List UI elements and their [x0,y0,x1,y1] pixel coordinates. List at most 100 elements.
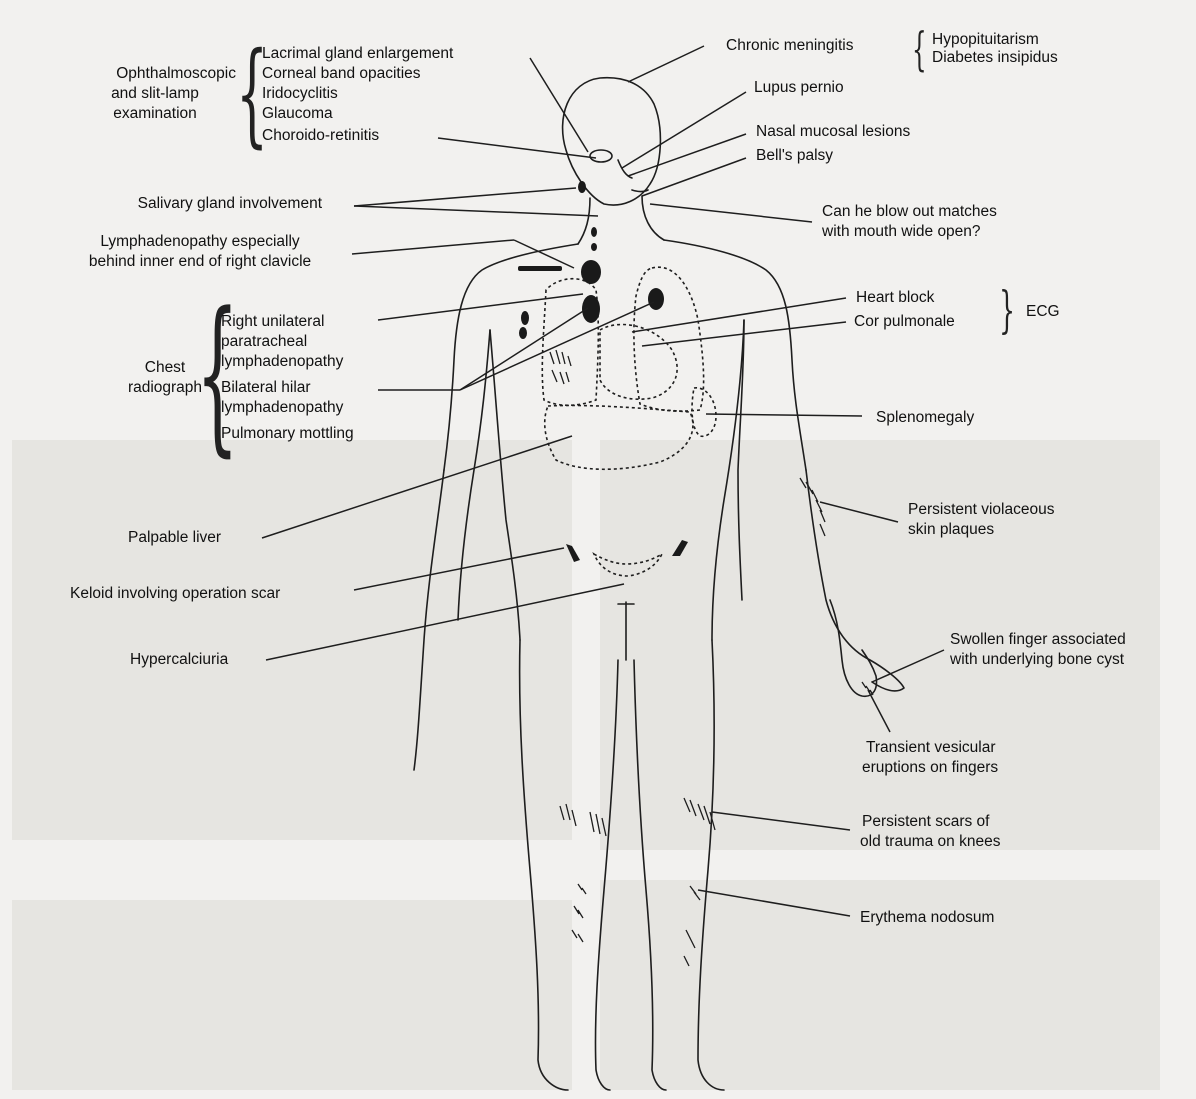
scar-left [566,544,580,562]
label-choroido: Choroido-retinitis [262,126,379,146]
label-lymphadenopathy-a: lymphadenopathy [221,352,343,372]
leader-splenomegaly [706,414,862,416]
leader-choroido [438,138,596,158]
mouth [632,190,648,192]
label-lymphadenopathy-b: lymphadenopathy [221,398,343,418]
label-examination: examination [80,104,230,124]
label-lymph-2: behind inner end of right clavicle [50,252,350,272]
torso-right [664,240,806,470]
leader-nasal [628,134,746,176]
right-lung-dashed [634,267,704,411]
leader-matches [650,204,812,222]
label-swollen-1: Swollen finger associated [950,630,1126,650]
scar-right [672,540,688,556]
label-ecg: ECG [1026,302,1060,322]
plaque-arm [800,478,825,536]
label-erythema: Erythema nodosum [860,908,994,928]
finger-lesion [862,682,873,695]
leader-lymph-node [514,240,574,268]
leader-keloid [354,548,564,590]
right-arm-outer [806,470,904,691]
label-right-unilateral: Right unilateral [221,312,324,332]
hilar-node-right [648,288,664,310]
axillary-node-1 [521,311,529,325]
leader-swollen [872,650,944,682]
leader-lymph [352,240,514,254]
neck-right [642,196,664,240]
label-bilateral: Bilateral hilar [221,378,311,398]
clavicle-scar [518,266,562,271]
label-splenomegaly: Splenomegaly [876,408,974,428]
leader-scars [712,812,850,830]
label-persistent-1: Persistent violaceous [908,500,1054,520]
leader-meningitis [628,46,704,82]
eye [590,150,612,162]
label-iridocyclitis: Iridocyclitis [262,84,338,104]
mottling-hatch [550,350,571,384]
leader-heart-block [632,298,846,332]
erythema-left-1 [572,884,586,942]
salivary-gland [578,181,586,193]
leader-erythema [698,890,850,916]
label-meningitis: Chronic meningitis [726,36,854,56]
label-scars-2: old trauma on knees [860,832,1000,852]
label-mottling: Pulmonary mottling [221,424,354,444]
node-neck-2 [591,243,597,251]
right-leg-outer [698,640,724,1090]
axillary-node-2 [519,327,527,339]
brace-ecg: { [1005,287,1015,333]
node-neck-1 [591,227,597,237]
label-transient-1: Transient vesicular [866,738,996,758]
bladder-dashed [594,554,662,576]
neck-left [578,198,590,244]
knee-scar-left [560,804,606,836]
right-leg-inner [634,660,666,1090]
label-lupus: Lupus pernio [754,78,844,98]
label-scars-1: Persistent scars of [862,812,990,832]
leader-salivary-2 [354,206,598,216]
waist-right [712,320,744,640]
label-bells: Bell's palsy [756,146,833,166]
label-liver: Palpable liver [128,528,221,548]
knee-scar-right [684,798,715,830]
spleen-dashed [692,388,716,436]
leader-salivary-1 [354,188,576,206]
label-slit-lamp: and slit-lamp [80,84,230,104]
leader-paratracheal [378,294,583,320]
label-transient-2: eruptions on fingers [862,758,998,778]
waist-left [490,330,520,640]
left-leg-outer [520,640,568,1090]
label-lacrimal: Lacrimal gland enlargement [262,44,453,64]
label-glaucoma: Glaucoma [262,104,333,124]
label-matches-2: with mouth wide open? [822,222,981,242]
label-heart-block: Heart block [856,288,934,308]
label-hypopituitarism: Hypopituitarism [932,30,1039,50]
label-lymph-1: Lymphadenopathy especially [50,232,350,252]
label-matches-1: Can he blow out matches [822,202,997,222]
label-diabetes: Diabetes insipidus [932,48,1058,68]
left-leg-inner [595,660,618,1090]
label-ophthalmoscopic: Ophthalmoscopic [36,64,236,84]
label-paratracheal: paratracheal [221,332,307,352]
leader-lacrimal [530,58,588,152]
label-swollen-2: with underlying bone cyst [950,650,1124,670]
hilar-node-left [582,295,600,323]
leader-liver [262,436,572,538]
head-outline [563,78,661,205]
label-persistent-2: skin plaques [908,520,994,540]
label-nasal: Nasal mucosal lesions [756,122,910,142]
label-corneal: Corneal band opacities [262,64,421,84]
heart-dashed [600,324,677,399]
label-keloid: Keloid involving operation scar [70,584,280,604]
leader-persistent [820,502,898,522]
paratracheal-node [581,260,601,284]
erythema-right-1 [684,886,700,966]
leader-hypercalciuria [266,584,624,660]
label-salivary: Salivary gland involvement [40,194,322,214]
leader-transient [868,690,890,732]
left-arm-outer [414,470,444,770]
label-hypercalciuria: Hypercalciuria [130,650,228,670]
brace-meningitis: { [912,26,927,72]
